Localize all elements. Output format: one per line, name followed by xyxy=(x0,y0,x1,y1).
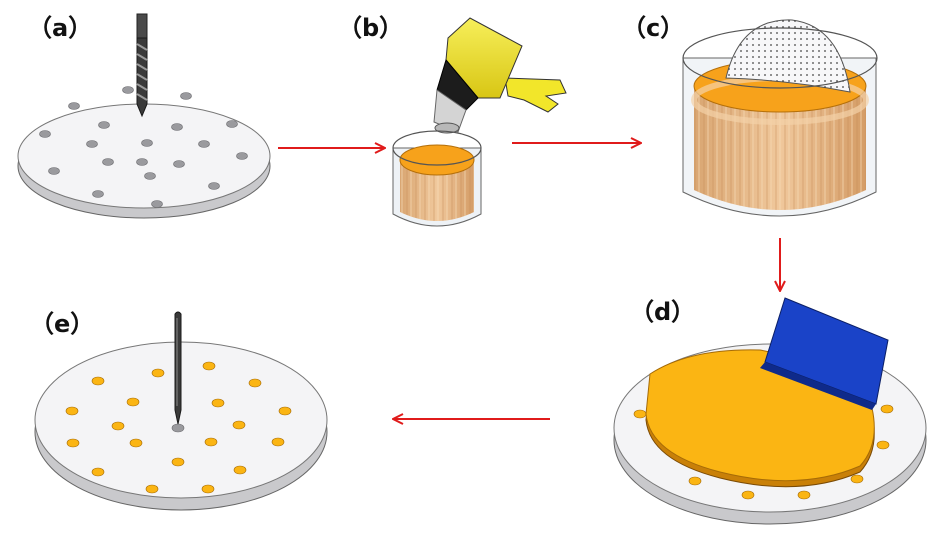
panel-b-label: （b） xyxy=(338,14,403,42)
perforated-plate-e xyxy=(34,341,328,511)
heat-gun-icon xyxy=(433,17,567,134)
plate-e-filled-holes xyxy=(65,361,292,494)
panel-a: （a） xyxy=(17,13,271,219)
panel-c-label: （c） xyxy=(622,14,684,42)
panel-e: （e） xyxy=(30,310,328,511)
needle-icon xyxy=(174,311,182,425)
panel-d: （d） xyxy=(613,297,927,525)
panel-d-label: （d） xyxy=(630,298,695,326)
perforated-disc-icon xyxy=(725,19,851,93)
plate-a-holes xyxy=(39,86,248,208)
panel-b: （b） xyxy=(338,14,567,227)
perforated-plate-a xyxy=(17,86,271,219)
resin-cup-icon xyxy=(392,130,482,227)
drill-bit-icon xyxy=(136,13,148,118)
panel-a-label: （a） xyxy=(28,14,92,42)
container-rim xyxy=(682,27,878,89)
panel-c: （c） xyxy=(622,14,878,217)
large-resin-container xyxy=(682,57,877,217)
scraper-block-icon xyxy=(760,297,889,410)
panel-e-label: （e） xyxy=(30,310,94,338)
